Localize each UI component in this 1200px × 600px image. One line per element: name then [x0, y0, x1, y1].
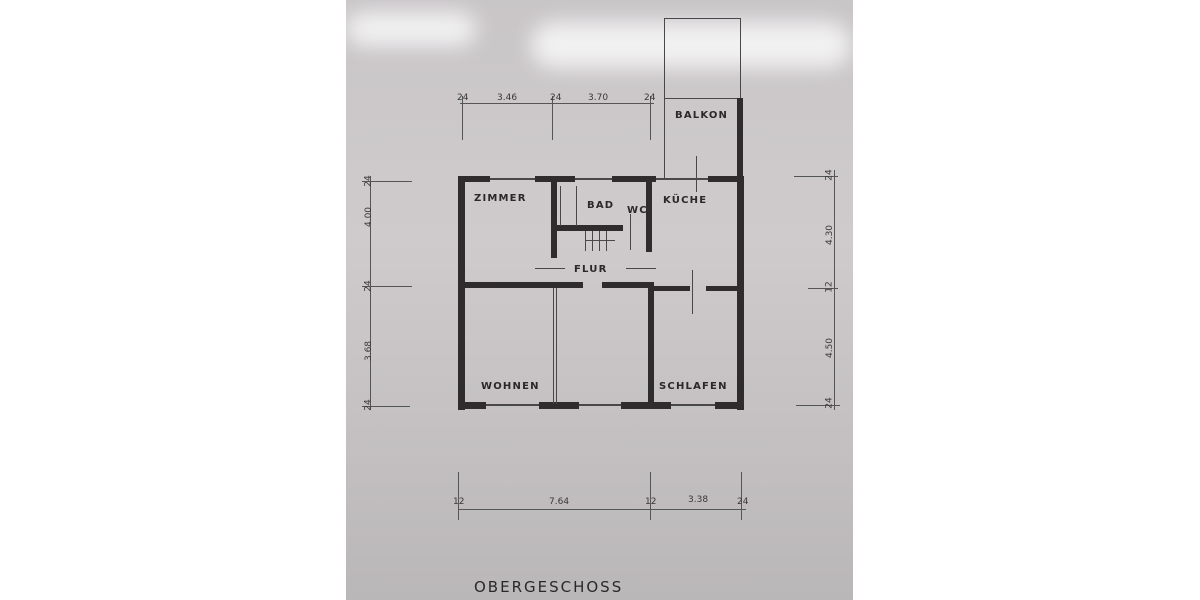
- dimension-line-right: [834, 170, 835, 410]
- stairs: [599, 231, 600, 251]
- dimension-tick: [362, 286, 412, 287]
- interior-wall: [652, 286, 690, 291]
- stairs: [592, 231, 593, 251]
- dimension-bottom-3: 3.38: [688, 495, 709, 505]
- room-label-wohnen: WOHNEN: [481, 381, 540, 392]
- dimension-left-1: 4.00: [364, 206, 375, 228]
- window: [490, 178, 535, 180]
- dimension-tick: [458, 472, 459, 520]
- exterior-wall-bottom: [458, 402, 486, 409]
- dimension-left-0: 24: [363, 175, 374, 187]
- paper-sheet: [346, 0, 853, 600]
- dimension-left-3: 3.68: [364, 340, 375, 362]
- balcony-outline: [664, 98, 741, 99]
- dimension-top-0: 24: [457, 93, 469, 103]
- interior-wall: [646, 176, 652, 252]
- exterior-wall-bottom: [621, 402, 671, 409]
- dimension-tick: [650, 472, 651, 520]
- door-line: [696, 156, 697, 192]
- stairs: [585, 240, 615, 241]
- window: [486, 404, 539, 406]
- window: [575, 178, 612, 180]
- door-line: [626, 268, 656, 269]
- exterior-wall-top: [458, 176, 490, 182]
- interior-wall: [708, 176, 738, 181]
- balcony-outline: [664, 18, 741, 19]
- room-label-flur: FLUR: [574, 264, 608, 275]
- balcony-wall: [737, 98, 743, 180]
- bathtub: [576, 186, 577, 226]
- dimension-right-4: 24: [824, 397, 835, 409]
- window: [671, 404, 715, 406]
- dimension-right-2: 12: [824, 281, 835, 293]
- window: [656, 178, 708, 180]
- drawing-title: OBERGESCHOSS: [474, 578, 624, 596]
- room-label-schlafen: SCHLAFEN: [659, 381, 728, 392]
- room-label-wc: WC: [627, 205, 648, 216]
- room-label-zimmer: ZIMMER: [474, 193, 527, 204]
- balcony-outline: [740, 18, 741, 98]
- interior-wall: [458, 282, 583, 288]
- dimension-tick: [362, 181, 412, 182]
- dimension-left-4: 24: [363, 399, 374, 411]
- dimension-tick: [796, 405, 840, 406]
- interior-wall: [551, 176, 557, 258]
- dimension-tick: [808, 288, 838, 289]
- dimension-tick: [362, 406, 410, 407]
- dimension-bottom-4: 24: [737, 497, 749, 507]
- interior-wall: [551, 225, 623, 231]
- dimension-tick: [650, 96, 651, 140]
- dimension-right-1: 4.30: [825, 224, 836, 246]
- window: [579, 404, 621, 406]
- dimension-line-bottom: [458, 509, 746, 510]
- bathtub: [560, 186, 561, 226]
- dimension-right-3: 4.50: [825, 337, 836, 359]
- wc-dashed-line: [630, 214, 631, 250]
- interior-wall: [706, 286, 738, 291]
- interior-wall: [602, 282, 652, 288]
- dimension-tick: [741, 472, 742, 520]
- dimension-bottom-2: 12: [645, 497, 657, 507]
- dimension-top-1: 3.46: [497, 93, 518, 103]
- dimension-bottom-0: 12: [453, 497, 465, 507]
- dimension-top-4: 24: [644, 93, 656, 103]
- interior-wall: [648, 282, 654, 406]
- dimension-top-2: 24: [550, 93, 562, 103]
- sliding-partition: [556, 288, 557, 404]
- dimension-left-2: 24: [363, 280, 374, 292]
- dimension-tick: [552, 96, 553, 140]
- room-label-balkon: BALKON: [675, 110, 729, 121]
- room-label-bad: BAD: [587, 200, 615, 211]
- dimension-tick: [794, 176, 838, 177]
- dimension-tick: [462, 96, 463, 140]
- stairs: [585, 231, 586, 251]
- exterior-wall-bottom: [539, 402, 579, 409]
- door-line: [535, 268, 565, 269]
- dimension-line-top: [460, 103, 654, 104]
- exterior-wall-right: [737, 176, 744, 410]
- room-label-kueche: KÜCHE: [663, 195, 708, 206]
- light-glare: [531, 22, 851, 68]
- dimension-line-left: [370, 176, 371, 410]
- stairs: [606, 231, 607, 251]
- exterior-wall-bottom: [715, 402, 744, 409]
- exterior-wall-top: [612, 176, 656, 182]
- dimension-top-3: 3.70: [588, 93, 609, 103]
- sliding-partition: [553, 288, 554, 404]
- exterior-wall-left: [458, 176, 465, 410]
- dimension-bottom-1: 7.64: [549, 497, 570, 507]
- light-glare: [346, 12, 476, 46]
- door-line: [692, 270, 693, 314]
- dimension-right-0: 24: [824, 169, 835, 181]
